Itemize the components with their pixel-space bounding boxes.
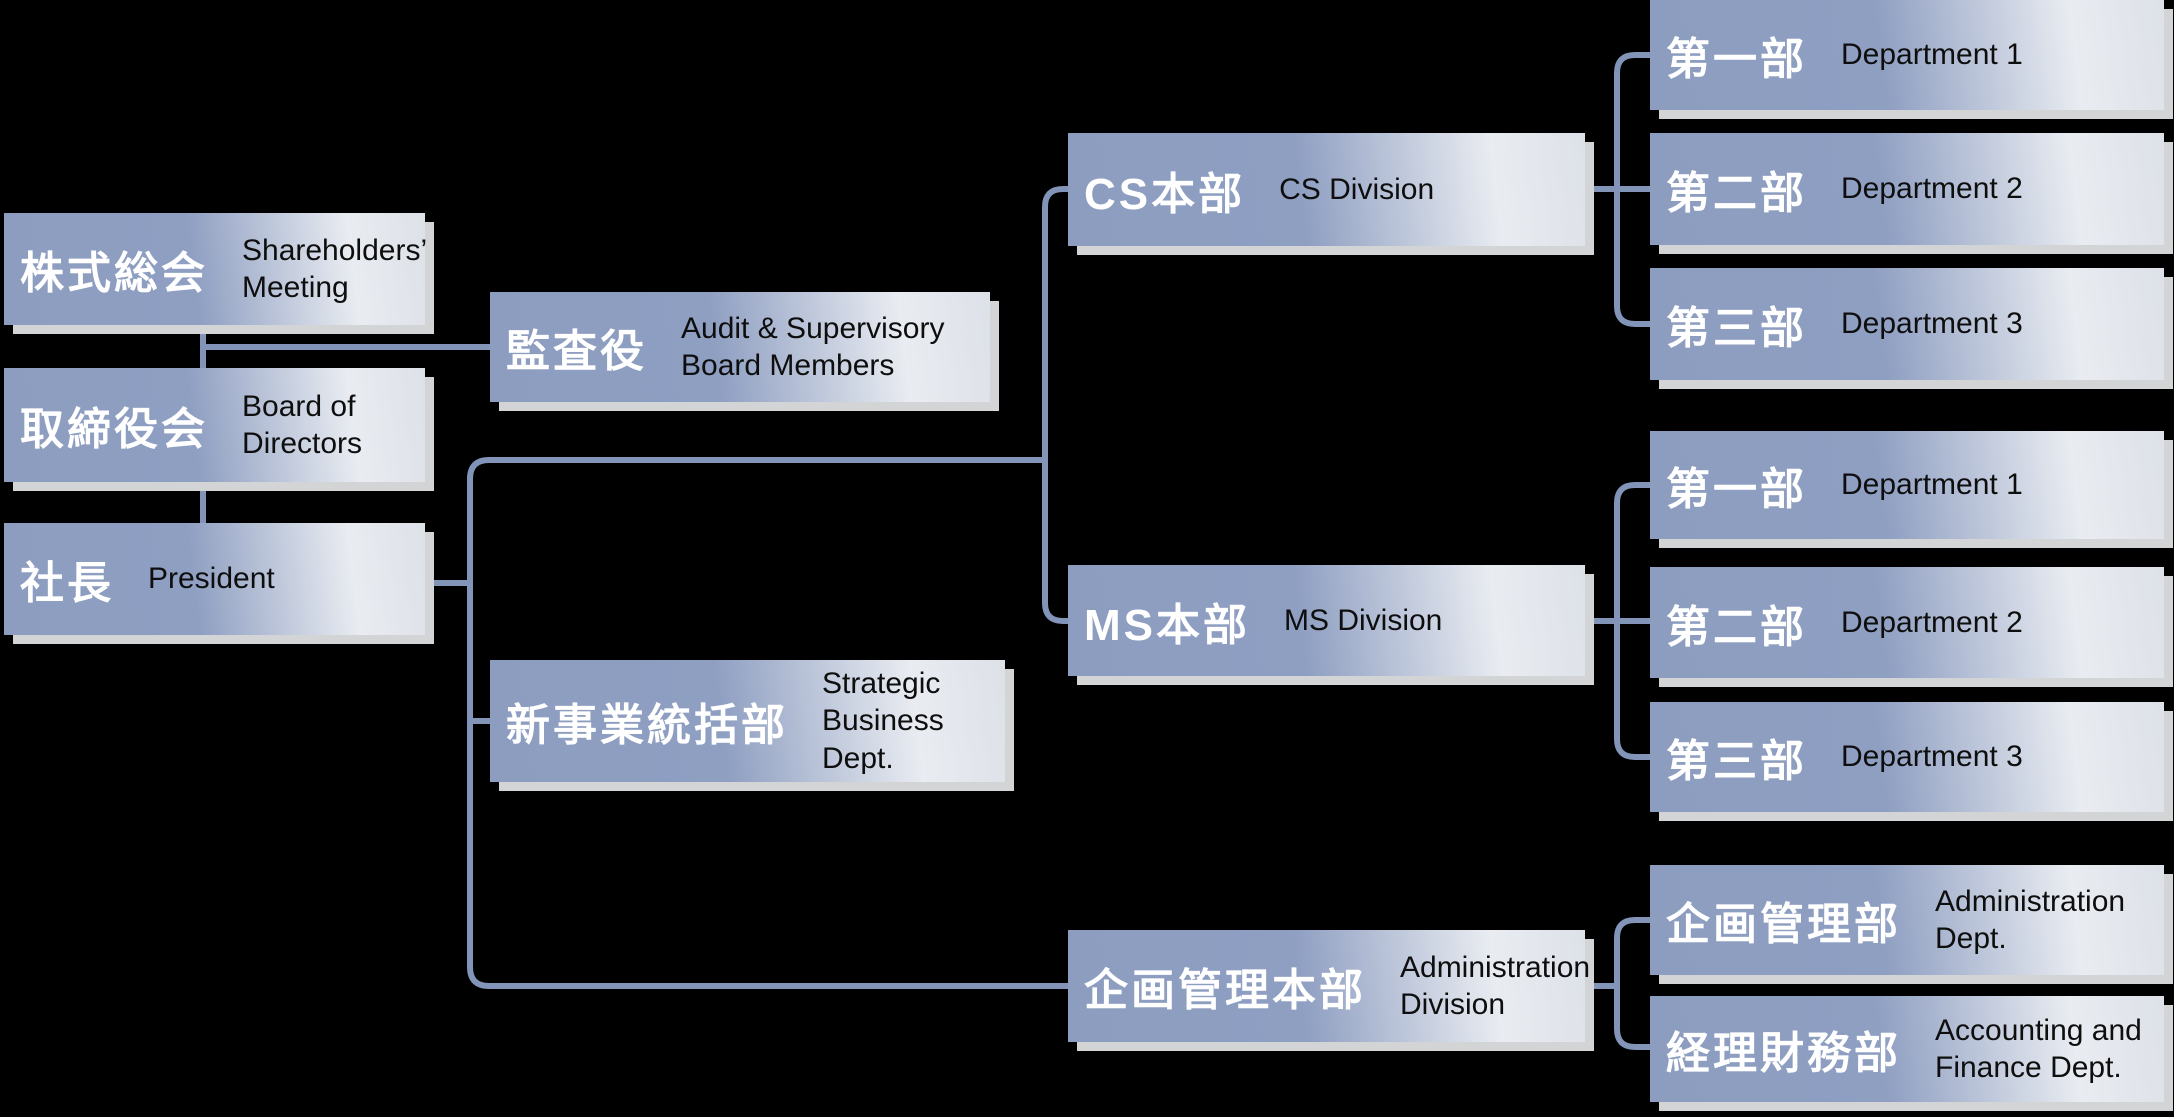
node-cs-department-2: 第二部 Department 2 (1650, 133, 2164, 245)
node-admin-division-en-label: Administration Division (1400, 950, 1591, 1022)
node-board-of-directors: 取締役会 Board of Directors (4, 368, 425, 482)
connector-ms-bracket (1614, 482, 1650, 760)
node-admin-dept-en-label: Administration Dept. (1935, 884, 2126, 956)
node-admin-dept-jp-label: 企画管理部 (1666, 900, 1901, 949)
node-board-jp-label: 取締役会 (20, 405, 208, 454)
node-ms-department-1-jp-label: 第一部 (1666, 465, 1807, 514)
node-cs-department-3: 第三部 Department 3 (1650, 268, 2164, 380)
node-cs-department-1-jp-label: 第一部 (1666, 35, 1807, 84)
node-board-en-label: Board of Directors (242, 389, 363, 461)
node-accounting-finance-en-label: Accounting and Finance Dept. (1935, 1013, 2142, 1085)
node-cs-department-1-en-label: Department 1 (1841, 38, 2023, 72)
node-ms-department-1: 第一部 Department 1 (1650, 431, 2164, 539)
node-cs-division-jp-label: CS本部 (1084, 169, 1246, 219)
node-ms-department-1-en-label: Department 1 (1841, 468, 2023, 502)
node-admin-division: 企画管理本部 Administration Division (1068, 930, 1590, 1042)
node-ms-department-2-en-label: Department 2 (1841, 605, 2023, 639)
connector-admin-bracket (1614, 917, 1650, 1050)
node-cs-division: CS本部 CS Division (1068, 133, 1585, 246)
node-ms-department-3: 第三部 Department 3 (1650, 702, 2164, 812)
node-strategic-business-dept: 新事業統括部 Strategic Business Dept. (490, 660, 1005, 782)
node-admin-dept: 企画管理部 Administration Dept. (1650, 865, 2164, 975)
node-cs-department-3-jp-label: 第三部 (1666, 304, 1807, 353)
node-accounting-finance-dept: 経理財務部 Accounting and Finance Dept. (1650, 996, 2164, 1102)
node-president-jp-label: 社長 (20, 559, 114, 608)
connector-cs-ms-riser (1042, 186, 1068, 624)
node-audit-supervisory: 監査役 Audit & Supervisory Board Members (490, 292, 990, 402)
node-shareholders-jp-label: 株式総会 (20, 249, 208, 298)
node-strategic-jp-label: 新事業統括部 (506, 701, 788, 750)
node-cs-division-en-label: CS Division (1279, 172, 1435, 206)
node-strategic-en-label: Strategic Business Dept. (822, 666, 944, 775)
node-ms-department-3-jp-label: 第三部 (1666, 737, 1807, 786)
node-president-en-label: President (148, 562, 275, 596)
connector-cs-bracket (1614, 52, 1650, 327)
node-shareholders-meeting: 株式総会 Shareholders’ Meeting (4, 213, 428, 325)
node-cs-department-3-en-label: Department 3 (1841, 307, 2023, 341)
node-audit-en-label: Audit & Supervisory Board Members (681, 311, 945, 383)
node-cs-department-1: 第一部 Department 1 (1650, 0, 2164, 110)
node-ms-division: MS本部 MS Division (1068, 565, 1585, 676)
node-shareholders-en-label: Shareholders’ Meeting (242, 233, 428, 305)
node-cs-department-2-jp-label: 第二部 (1666, 169, 1807, 218)
node-president: 社長 President (4, 523, 425, 635)
node-cs-department-2-en-label: Department 2 (1841, 172, 2023, 206)
node-admin-division-jp-label: 企画管理本部 (1084, 966, 1366, 1015)
node-ms-department-2: 第二部 Department 2 (1650, 567, 2164, 678)
node-ms-division-jp-label: MS本部 (1084, 600, 1250, 650)
node-ms-department-2-jp-label: 第二部 (1666, 602, 1807, 652)
node-ms-division-en-label: MS Division (1284, 603, 1443, 637)
node-ms-department-3-en-label: Department 3 (1841, 740, 2023, 774)
node-audit-jp-label: 監査役 (506, 327, 647, 376)
node-accounting-finance-jp-label: 経理財務部 (1666, 1029, 1901, 1078)
